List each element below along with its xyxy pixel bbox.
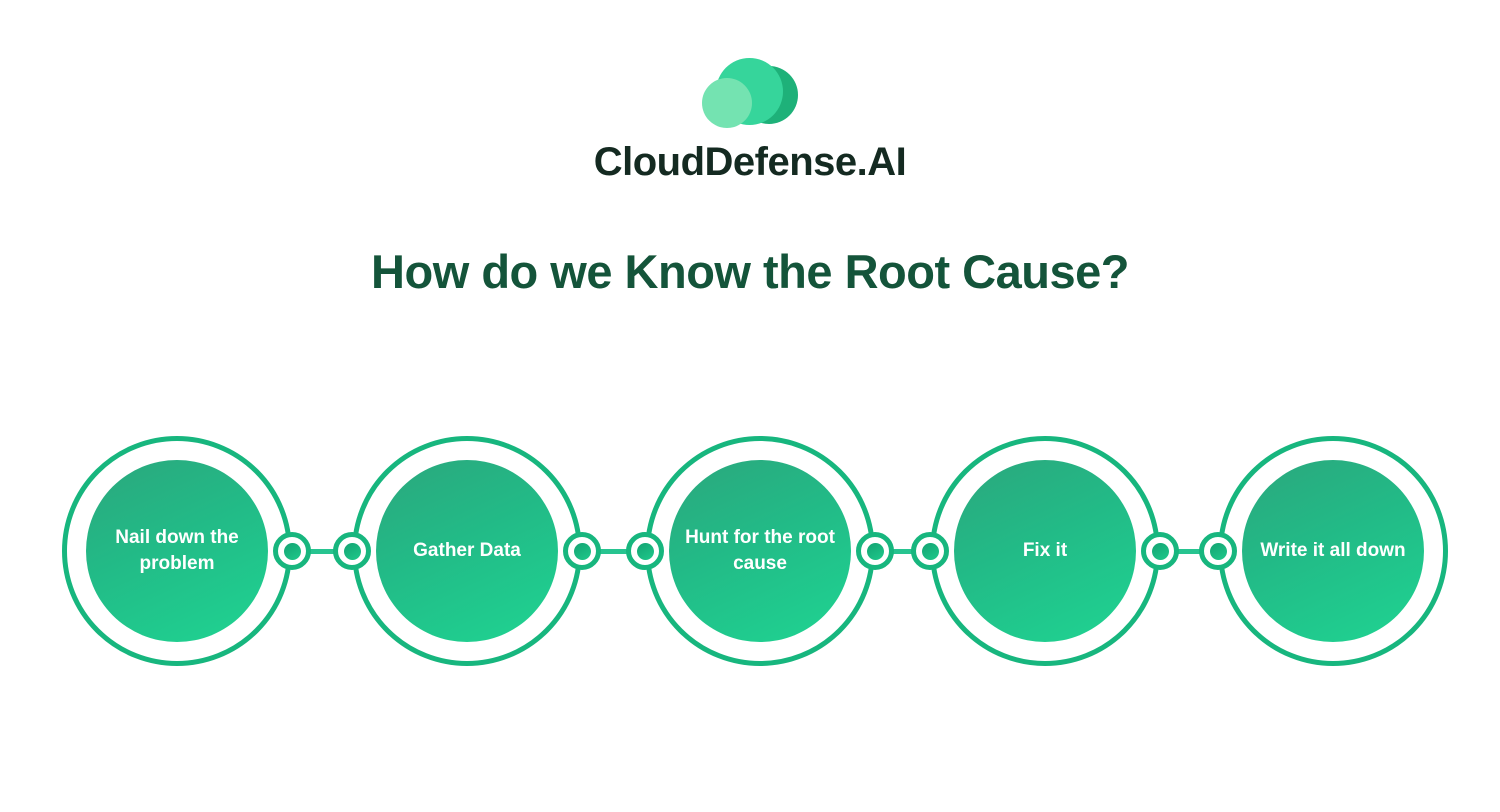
step-label: Gather Data <box>413 540 521 562</box>
connector-node-icon <box>1141 532 1179 570</box>
connector-node-core <box>1209 542 1227 560</box>
cloud-icon <box>0 0 1500 130</box>
connector-node-core <box>283 542 301 560</box>
step-circle-2: Gather Data <box>352 436 582 666</box>
step-circle-4-fill: Fix it <box>954 460 1136 642</box>
connector-node-icon <box>626 532 664 570</box>
connector-line <box>875 549 930 554</box>
connector-node-core <box>573 542 591 560</box>
step-circle-3-fill: Hunt for the root cause <box>669 460 851 642</box>
step-circle-1-fill: Nail down the problem <box>86 460 268 642</box>
connector-node-icon <box>273 532 311 570</box>
step-circle-5-fill: Write it all down <box>1242 460 1424 642</box>
connector-node-icon <box>1199 532 1237 570</box>
connector-node-core <box>1151 542 1169 560</box>
step-label: Nail down the problem <box>115 527 239 574</box>
connector-node-icon <box>333 532 371 570</box>
connector-line <box>292 549 352 554</box>
connector-node-icon <box>911 532 949 570</box>
connector-node-core <box>921 542 939 560</box>
connector-node-core <box>343 542 361 560</box>
step-label: Fix it <box>1022 540 1068 562</box>
cloud-icon-front-circle <box>702 78 752 128</box>
step-label: Hunt for the root cause <box>685 527 835 574</box>
step-circle-2-fill: Gather Data <box>376 460 558 642</box>
step-circle-4: Fix it <box>930 436 1160 666</box>
step-circle-1: Nail down the problem <box>62 436 292 666</box>
connector-line <box>582 549 645 554</box>
connector-node-icon <box>563 532 601 570</box>
connector-line <box>1160 549 1218 554</box>
step-label: Write it all down <box>1260 540 1406 562</box>
connector-node-core <box>866 542 884 560</box>
connector-node-core <box>636 542 654 560</box>
page-title: How do we Know the Root Cause? <box>371 245 1129 298</box>
step-circle-3: Hunt for the root cause <box>645 436 875 666</box>
step-circle-5: Write it all down <box>1218 436 1448 666</box>
connector-node-icon <box>856 532 894 570</box>
brand-name: CloudDefense.AI <box>593 140 907 184</box>
